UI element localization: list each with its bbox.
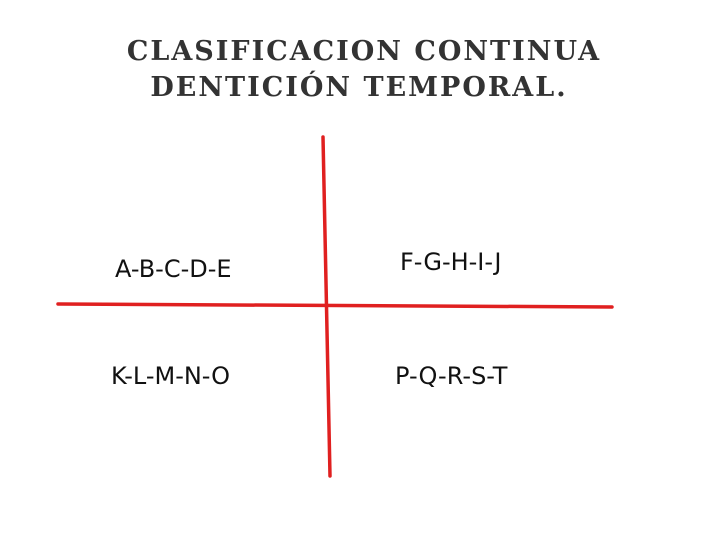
quadrant-lower-left-label: K-L-M-N-O bbox=[111, 362, 231, 390]
quadrant-lower-right-label: P-Q-R-S-T bbox=[395, 362, 508, 390]
title-line-2: DENTICIÓN TEMPORAL. bbox=[150, 72, 568, 103]
quadrant-upper-right-label: F-G-H-I-J bbox=[400, 248, 502, 276]
quadrant-upper-left-label: A-B-C-D-E bbox=[115, 255, 232, 283]
horizontal-line bbox=[56, 302, 614, 309]
title-line-1: CLASIFICACION CONTINUA bbox=[126, 36, 602, 67]
title-block: CLASIFICACION CONTINUA DENTICIÓN TEMPORA… bbox=[0, 34, 728, 106]
